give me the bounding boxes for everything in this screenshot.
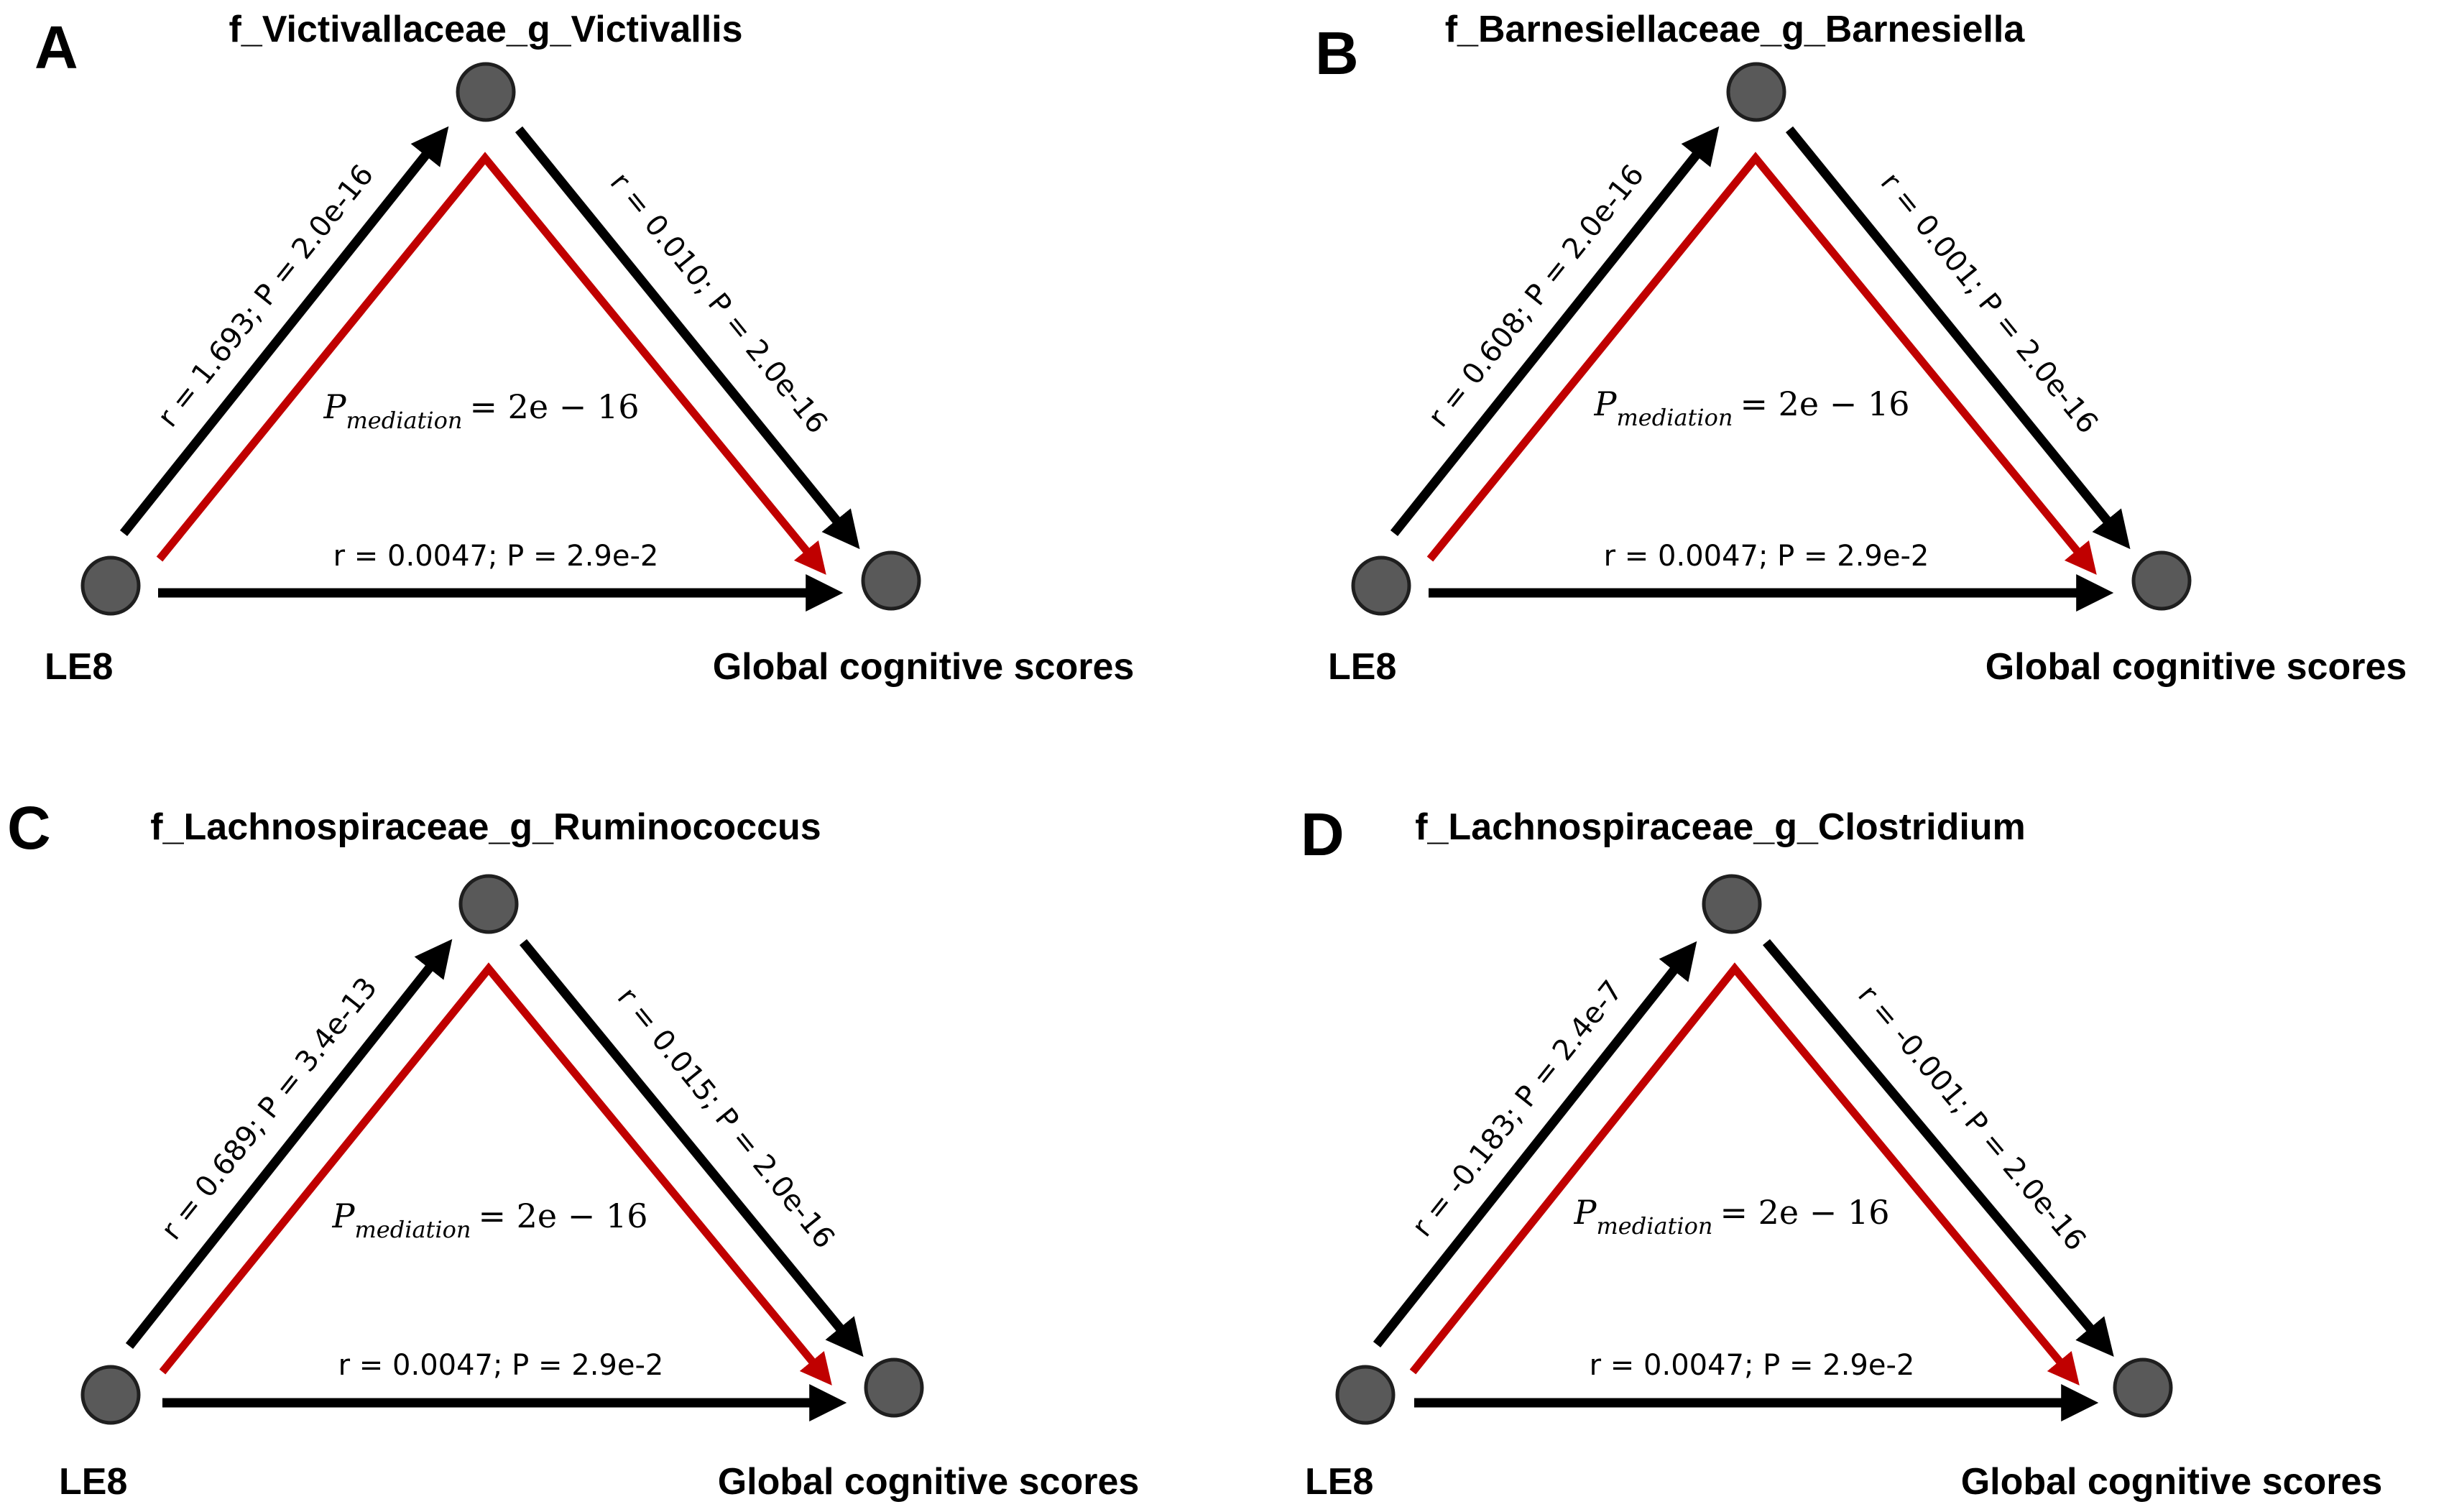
path-b-arrow (1763, 939, 2114, 1357)
outcome-node (861, 550, 921, 611)
mediator-node (1726, 62, 1786, 122)
exposure-node (80, 556, 141, 616)
mediation-p-label: Pmediation= 2e − 16 (1594, 384, 1910, 431)
panel-letter: A (34, 14, 78, 81)
panel-letter: D (1301, 801, 1345, 868)
path-a-arrow (119, 126, 449, 537)
mediation-path-arrow (1409, 962, 2080, 1386)
exposure-label: LE8 (1305, 1461, 1373, 1503)
outcome-label: Global cognitive scores (718, 1461, 1140, 1503)
exposure-node (80, 1365, 141, 1425)
path-a-arrow (125, 939, 453, 1350)
direct-path-label: r = 0.0047; P = 2.9e-2 (1590, 1349, 1915, 1382)
mediation-path-arrow (1426, 152, 2097, 575)
path-a-arrow (1373, 941, 1697, 1348)
mediator-title: f_Lachnospiraceae_g_Clostridium (1415, 806, 2026, 848)
mediator-node (458, 874, 519, 934)
direct-path-label: r = 0.0047; P = 2.9e-2 (338, 1349, 664, 1382)
mediator-node (1702, 874, 1762, 934)
outcome-label: Global cognitive scores (1986, 646, 2407, 688)
outcome-node (2131, 550, 2192, 611)
mediator-node (456, 62, 516, 122)
direct-path-label: r = 0.0047; P = 2.9e-2 (333, 540, 659, 573)
panel-a: A f_Victivallaceae_g_Victivallis r = 1.6… (34, 9, 1134, 688)
mediator-title: f_Victivallaceae_g_Victivallis (229, 9, 742, 50)
exposure-label: LE8 (45, 646, 113, 688)
path-b-arrow (1785, 126, 2131, 550)
outcome-node (2113, 1357, 2173, 1418)
mediation-p-label: Pmediation= 2e − 16 (1574, 1193, 1890, 1240)
outcome-label: Global cognitive scores (1961, 1461, 2383, 1503)
mediator-title: f_Lachnospiraceae_g_Ruminococcus (150, 806, 821, 848)
direct-path-label: r = 0.0047; P = 2.9e-2 (1604, 540, 1929, 573)
path-b-arrow (519, 939, 864, 1357)
exposure-node (1335, 1365, 1396, 1425)
mediation-p-label: Pmediation= 2e − 16 (323, 387, 640, 434)
panel-letter: C (7, 794, 51, 862)
panel-b: B f_Barnesiellaceae_g_Barnesiella r = 0.… (1315, 9, 2407, 688)
outcome-label: Global cognitive scores (713, 646, 1135, 688)
panel-c: C f_Lachnospiraceae_g_Ruminococcus r = 0… (7, 794, 1139, 1503)
mediation-path-arrow (159, 962, 832, 1386)
mediation-path-arrow (156, 152, 826, 575)
mediation-p-label: Pmediation= 2e − 16 (332, 1197, 648, 1243)
panel-letter: B (1315, 19, 1359, 87)
path-a-arrow (1390, 126, 1720, 537)
exposure-label: LE8 (59, 1461, 127, 1503)
mediator-title: f_Barnesiellaceae_g_Barnesiella (1445, 9, 2026, 50)
exposure-label: LE8 (1328, 646, 1396, 688)
path-b-arrow (515, 126, 860, 550)
exposure-node (1351, 556, 1411, 616)
panel-d: D f_Lachnospiraceae_g_Clostridium r = -0… (1301, 801, 2382, 1503)
outcome-node (864, 1357, 924, 1418)
